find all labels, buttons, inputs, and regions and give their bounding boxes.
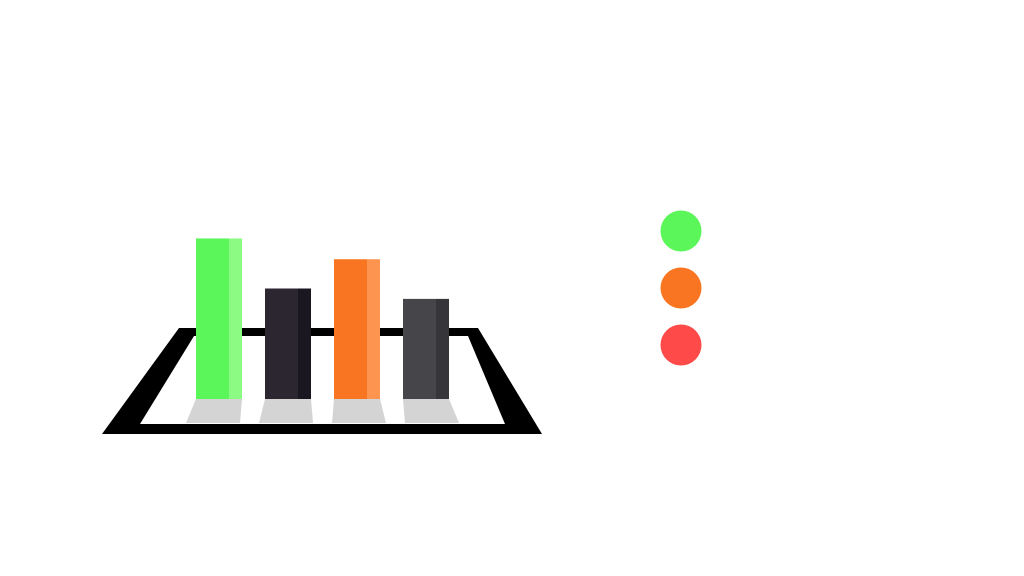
legend-marker: [660, 267, 702, 309]
bar: [265, 288, 298, 399]
bar-shadow: [403, 399, 459, 423]
bar: [403, 298, 436, 399]
chart-frame-tray: [102, 328, 542, 434]
bar-shadow: [332, 399, 386, 423]
bar-side: [436, 298, 449, 399]
bar-shadow: [186, 399, 242, 423]
legend-marker: [660, 210, 702, 252]
bar-shadows: [186, 399, 459, 423]
bar-side: [367, 259, 380, 399]
bar: [196, 238, 229, 399]
legend: [660, 210, 702, 366]
bar-shadow: [259, 399, 313, 423]
bars: [196, 238, 449, 399]
bar-side: [298, 288, 311, 399]
legend-marker: [660, 324, 702, 366]
chart-frame: [102, 328, 542, 434]
bar-side: [229, 238, 242, 399]
bar: [334, 259, 367, 399]
